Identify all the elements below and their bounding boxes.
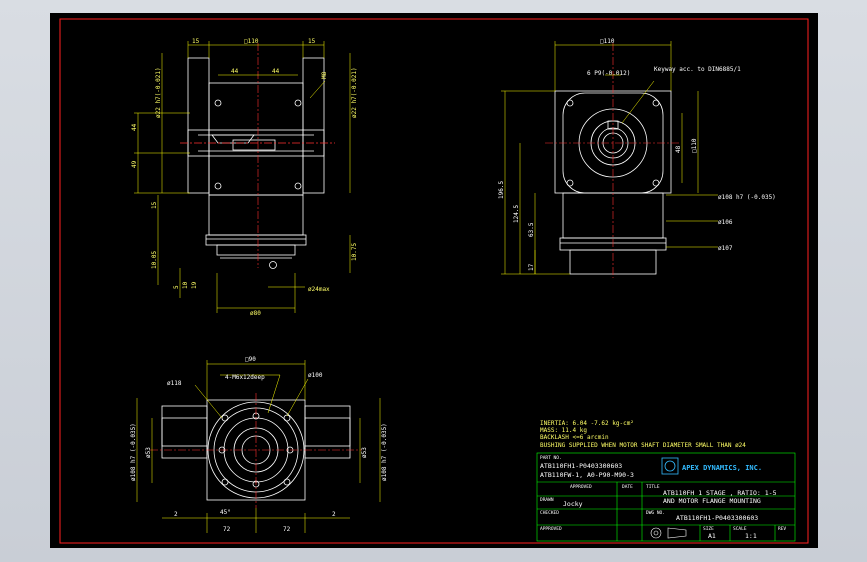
- approved2-label: APPROVED: [540, 526, 562, 532]
- company-name: APEX DYNAMICS, INC.: [682, 464, 762, 472]
- dwg-no: ATB110FH1-P0403300603: [676, 514, 758, 522]
- dim-bottom-19: 19: [191, 281, 198, 289]
- dim-72-left: 72: [223, 526, 231, 533]
- dim-bottom-10: 10: [182, 281, 189, 289]
- flange-body: [208, 194, 304, 236]
- dim-base-width: ø80: [250, 310, 261, 317]
- drawing-border: [59, 18, 809, 544]
- scale-label: SCALE: [733, 526, 747, 532]
- dim-44: 44: [131, 123, 138, 131]
- dim-side-48: 48: [675, 145, 682, 153]
- size-label: SIZE: [703, 526, 714, 532]
- drawn-by: Jocky: [563, 500, 583, 508]
- dim-right-2: 2: [332, 511, 336, 518]
- keyway-center: [232, 139, 276, 151]
- dim-dia-106: ø106: [718, 219, 733, 226]
- part-no-label: PART NO.: [540, 455, 562, 461]
- motor-flange: [216, 244, 296, 256]
- front-view-dims: 15 □110 15 44 44 M8 ø22 h7(-0.021) ø22 h…: [131, 38, 358, 317]
- dim-overall-height: 196.5: [498, 181, 505, 199]
- bolt-hole: [214, 99, 222, 107]
- dim-left-2: 2: [174, 511, 178, 518]
- dim-keyway-note: Keyway acc. to DIN6885/1: [654, 66, 741, 73]
- dim-72-right: 72: [283, 526, 291, 533]
- part-no-1: ATB110FH1-P0403300603: [540, 462, 622, 470]
- part-no-2: ATB110FW-1, A0-P90-M90-3: [540, 471, 634, 479]
- dim-right-075: 10.75: [351, 243, 358, 261]
- dim-top-right: 15: [308, 38, 316, 45]
- title-line-1: ATB110FH 1 STAGE , RATIO: 1-5: [663, 489, 777, 497]
- date-label: DATE: [622, 484, 633, 490]
- dim-h17: 17: [528, 263, 535, 271]
- dwg-label: DWG NO.: [646, 510, 665, 516]
- dim-49: 49: [131, 160, 138, 168]
- dim-bottom-dia-108-right: ø108 h7 (-0.035): [381, 423, 388, 481]
- dim-key-width: 5: [173, 285, 180, 289]
- side-view-dims: □110 6 P9(-0.012) Keyway acc. to DIN6885…: [498, 38, 776, 271]
- dim-bottom-dia-108-left: ø108 h7 (-0.035): [130, 423, 137, 481]
- dim-angle: 45°: [220, 509, 231, 516]
- title-block-logo: APEX DYNAMICS, INC.: [661, 457, 762, 475]
- set-screw: [269, 261, 277, 269]
- bolt-hole: [214, 182, 222, 190]
- dim-left-shaft: ø22 h7(-0.021): [155, 67, 162, 118]
- dim-pcd: ø100: [308, 372, 323, 379]
- bolt-hole: [294, 99, 302, 107]
- cad-drawing-viewport[interactable]: 15 □110 15 44 44 M8 ø22 h7(-0.021) ø22 h…: [50, 13, 818, 548]
- dim-thread: 4-M6x12deep: [225, 374, 265, 381]
- projection-symbol: [650, 527, 687, 539]
- drawn-label: DRAWN: [540, 497, 554, 503]
- rev-label: REV: [778, 526, 786, 532]
- dim-h1245: 124.5: [513, 205, 520, 223]
- dim-top-center: □110: [244, 38, 259, 45]
- size-value: A1: [708, 532, 716, 540]
- dim-dia-53-left: ø53: [145, 447, 152, 458]
- title-block: [536, 452, 796, 542]
- scale-value: 1:1: [745, 532, 757, 540]
- dim-side-top: □110: [600, 38, 615, 45]
- dim-keyway: 6 P9(-0.012): [587, 70, 630, 77]
- title-block-text: PART NO. ATB110FH1-P0403300603 ATB110FW-…: [540, 455, 786, 540]
- dim-15: 15: [151, 201, 158, 209]
- dim-side-110: □110: [691, 138, 698, 153]
- flange-rim: [205, 234, 307, 246]
- dim-inner-right: 44: [272, 68, 280, 75]
- checked-label: CHECKED: [540, 510, 559, 516]
- dim-shaft-max: ø24max: [308, 286, 330, 293]
- bottom-view-dims: □90 4-M6x12deep ø100 ø118 ø108 h7 (-0.03…: [130, 356, 388, 533]
- spec-inertia: INERTIA: 6.04 -7.62 kg-cm²: [540, 420, 634, 427]
- spec-bushing: BUSHING SUPPLIED WHEN MOTOR SHAFT DIAMET…: [540, 442, 746, 449]
- spec-notes: INERTIA: 6.04 -7.62 kg-cm² MASS: 11.4 kg…: [540, 420, 746, 449]
- dim-inner-left: 44: [231, 68, 239, 75]
- approved-label: APPROVED: [570, 484, 592, 490]
- front-view: [187, 57, 325, 269]
- dim-right-shaft: ø22 h7(-0.021): [351, 67, 358, 118]
- dim-dia-107: ø107: [718, 245, 733, 252]
- dim-hole: M8: [321, 71, 328, 79]
- dim-dia-108: ø108 h7 (-0.035): [718, 194, 776, 201]
- dim-top-left: 15: [192, 38, 200, 45]
- dim-h635: 63.5: [528, 222, 535, 237]
- dim-dia-118: ø118: [167, 380, 182, 387]
- housing-top: [208, 82, 304, 196]
- bolt-hole: [294, 182, 302, 190]
- spec-backlash: BACKLASH <=6 arcmin: [540, 434, 609, 441]
- dim-bottom-top: □90: [245, 356, 256, 363]
- dim-dia-53-right: ø53: [361, 447, 368, 458]
- title-label: TITLE: [646, 484, 660, 490]
- left-shaft: [187, 57, 210, 194]
- title-line-2: AND MOTOR FLANGE MOUNTING: [663, 497, 761, 505]
- drawing-canvas: 15 □110 15 44 44 M8 ø22 h7(-0.021) ø22 h…: [59, 18, 809, 544]
- spec-mass: MASS: 11.4 kg: [540, 427, 587, 434]
- dim-1005: 10.05: [151, 251, 158, 269]
